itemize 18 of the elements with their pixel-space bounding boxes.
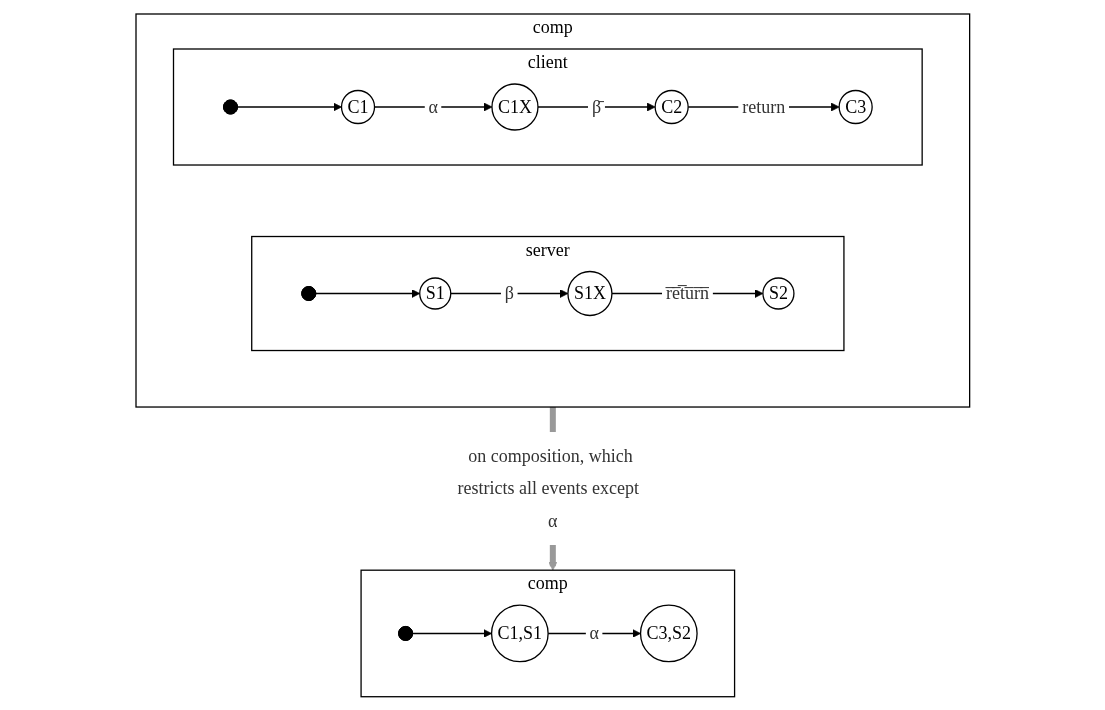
edge-label: r̅e̅t̅u̅r̅n̅ <box>665 282 709 303</box>
arrow <box>411 628 492 638</box>
node-circle: C1X <box>491 83 539 131</box>
node-circle: S2 <box>761 277 795 310</box>
edge-label: α <box>428 96 438 117</box>
node-circle: C1,S1 <box>490 604 549 662</box>
node-circle: S1 <box>418 277 452 310</box>
arrow <box>314 288 420 298</box>
node-circle: C3,S2 <box>639 604 698 662</box>
node-circle: S1X <box>566 270 613 316</box>
arrow <box>236 102 342 112</box>
edge-label: return <box>741 96 785 117</box>
node-circle: C1 <box>340 89 375 124</box>
edge-label: α <box>589 622 599 643</box>
node-circle: C3 <box>838 89 873 124</box>
node-circle: C2 <box>654 89 689 124</box>
edge-label: on composition, which restricts all events except α <box>457 445 639 531</box>
edge-label: β <box>504 282 514 303</box>
